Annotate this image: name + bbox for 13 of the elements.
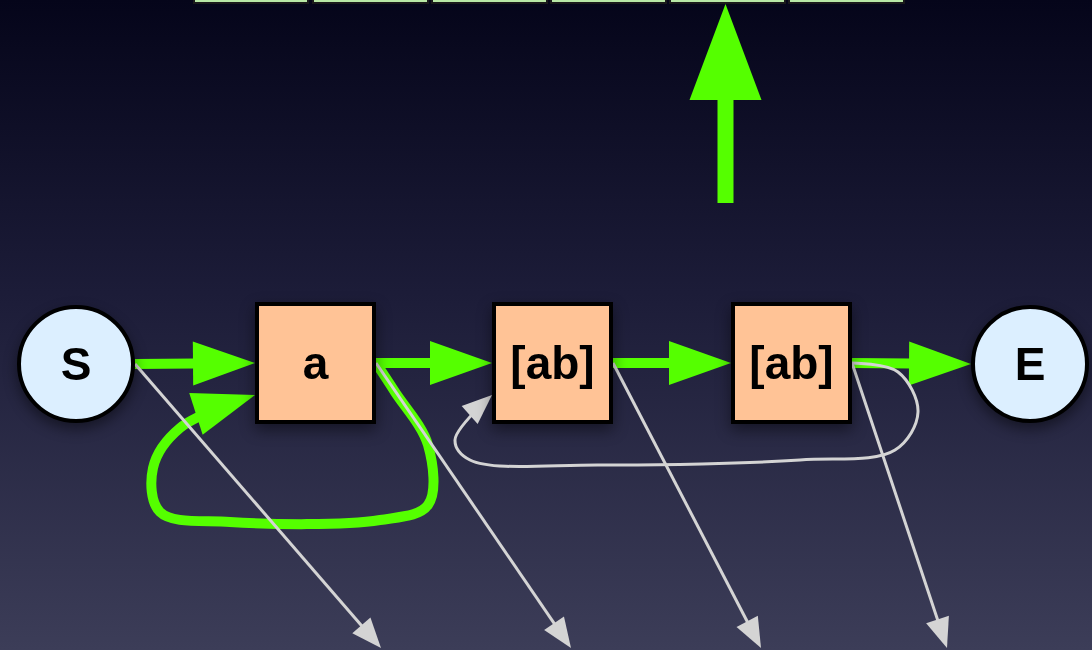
arrow	[851, 341, 972, 386]
node-label: S	[60, 341, 92, 387]
state-box	[731, 302, 852, 424]
arrow	[133, 363, 383, 649]
arrow	[376, 341, 492, 385]
arrow	[613, 341, 731, 385]
state-box	[255, 302, 376, 424]
node-label: a	[302, 340, 329, 386]
arrow	[689, 4, 762, 203]
state-box	[492, 302, 613, 424]
arrow	[453, 361, 920, 468]
node-label: E	[1014, 341, 1046, 387]
arrow	[134, 341, 256, 386]
